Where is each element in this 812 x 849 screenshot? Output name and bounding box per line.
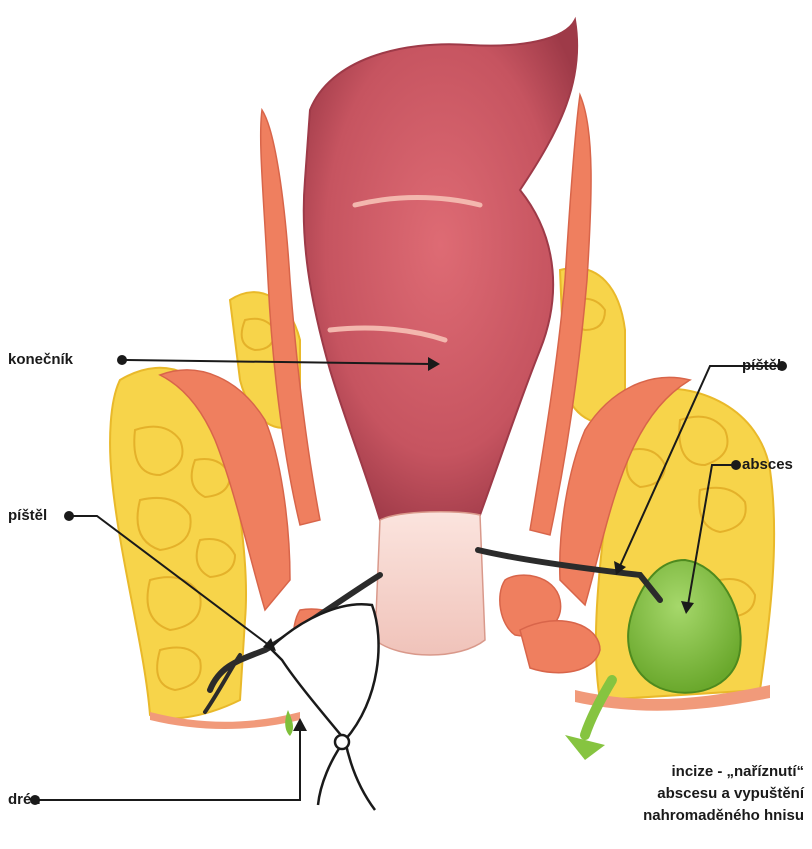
dot-pistel-left [64, 511, 74, 521]
incision-arrow [565, 680, 612, 760]
rectum [304, 20, 577, 520]
anal-canal [375, 512, 485, 655]
dot-absces [731, 460, 741, 470]
label-incize-line1: incize - „naříznutí“ [671, 762, 804, 782]
label-absces: absces [742, 455, 793, 475]
dot-konecnik [117, 355, 127, 365]
label-pistel-right: píštěl [742, 356, 781, 376]
label-dren: drén [8, 790, 41, 810]
label-konecnik: konečník [8, 350, 73, 370]
leader-dren [38, 728, 300, 800]
drain-seton [270, 604, 379, 810]
label-incize-line3: nahromaděného hnisu [643, 806, 804, 826]
label-incize-line2: abscesu a vypuštění [657, 784, 804, 804]
label-pistel-left: píštěl [8, 506, 47, 526]
pus-drop [285, 710, 293, 736]
